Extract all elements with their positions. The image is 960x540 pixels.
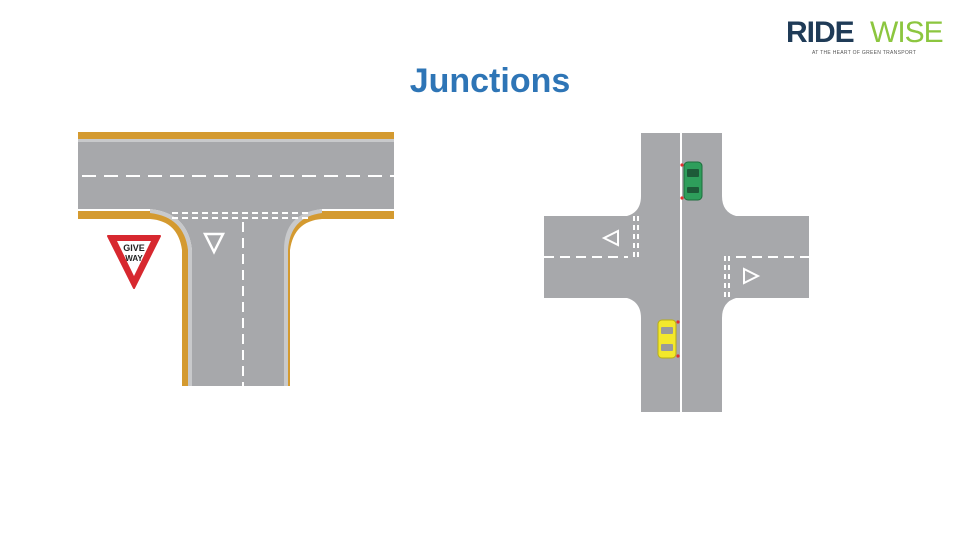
logo-text-wise: WISE — [870, 16, 944, 49]
give-way-triangle-left-icon — [601, 229, 619, 247]
give-way-triangle-marking-icon — [202, 232, 226, 255]
verge-left-curve — [78, 211, 190, 386]
t-junction-diagram: GIVE WAY — [78, 132, 394, 386]
verge-right-curve — [282, 211, 394, 386]
kerb-right — [284, 209, 322, 386]
verge-top — [78, 132, 394, 140]
kerb-top — [78, 139, 394, 142]
give-way-sign-text-1: GIVE — [123, 243, 145, 253]
logo-text-ride: RIDE — [786, 16, 855, 49]
give-way-triangle-right-icon — [743, 267, 761, 285]
crossroads-horizontal-road — [544, 216, 809, 298]
give-way-sign: GIVE WAY — [107, 235, 161, 289]
crossroads-diagram — [544, 133, 809, 412]
ridewise-logo: RIDE WISE AT THE HEART OF GREEN TRANSPOR… — [786, 10, 944, 58]
green-car-icon — [680, 161, 703, 201]
logo-tagline: AT THE HEART OF GREEN TRANSPORT — [812, 50, 917, 56]
give-way-sign-text-2: WAY — [125, 254, 143, 263]
slide-title: Junctions — [409, 62, 571, 100]
side-road — [150, 209, 322, 386]
yellow-car-icon — [657, 319, 680, 359]
